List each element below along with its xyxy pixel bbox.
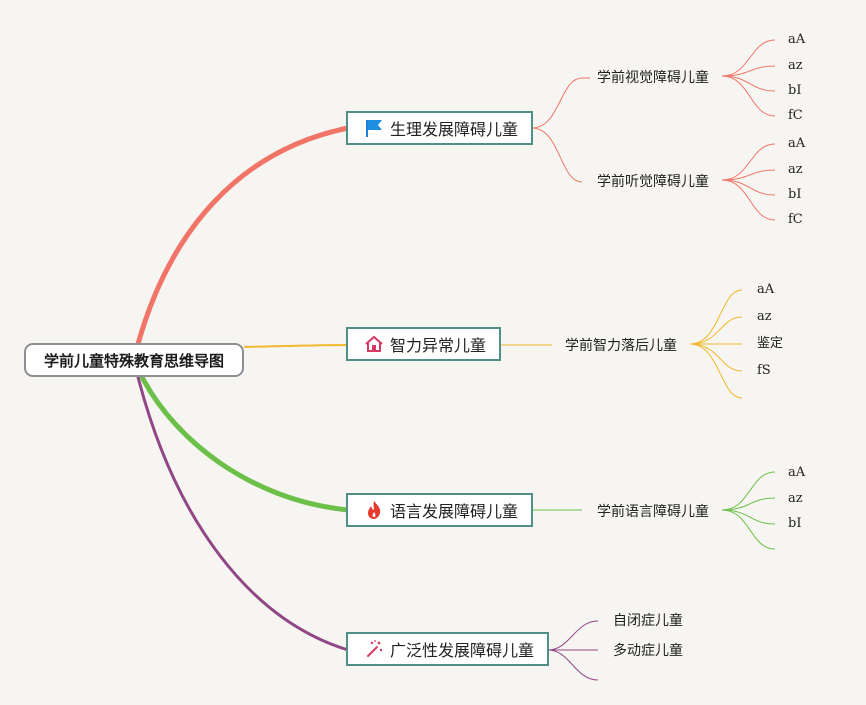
leaf-item[interactable]: az <box>788 58 803 73</box>
connector-branch1-sub2 <box>531 127 583 183</box>
connector-branch4-sub1 <box>547 620 599 651</box>
connector-root-branch-2 <box>243 344 349 348</box>
branch-pervasive[interactable]: 广泛性发展障碍儿童 <box>346 632 549 666</box>
subtopic-hearing[interactable]: 学前听觉障碍儿童 <box>597 174 709 190</box>
leaf-item[interactable]: bI <box>788 83 802 98</box>
branch-language[interactable]: 语言发展障碍儿童 <box>346 493 533 527</box>
root-topic[interactable]: 学前儿童特殊教育思维导图 <box>24 343 244 377</box>
connector-root-branch-4 <box>136 375 350 652</box>
connector-lang-leaf-3 <box>721 509 776 525</box>
connector-lang-leaf-4 <box>721 509 776 550</box>
connector-visual-leaf-4 <box>721 75 776 117</box>
branch-label: 智力异常儿童 <box>390 336 487 355</box>
branch-intellectual[interactable]: 智力异常儿童 <box>346 327 501 361</box>
leaf-item[interactable]: fS <box>757 363 771 378</box>
leaf-item[interactable]: az <box>757 309 772 324</box>
house-icon <box>364 334 384 354</box>
leaf-item[interactable]: aA <box>788 465 806 480</box>
leaf-item[interactable]: fC <box>788 212 803 227</box>
connector-hearing-leaf-3 <box>721 179 776 196</box>
fire-icon <box>364 500 384 520</box>
subtopic-autism[interactable]: 自闭症儿童 <box>613 613 683 629</box>
connector-hearing-leaf-1 <box>721 143 776 181</box>
subtopic-language[interactable]: 学前语言障碍儿童 <box>597 504 709 520</box>
connector-visual-leaf-1 <box>721 39 776 77</box>
leaf-item[interactable]: 鉴定 <box>757 336 784 351</box>
flag-icon <box>364 118 384 138</box>
connector-lang-leaf-1 <box>721 471 776 511</box>
connector-visual-leaf-2 <box>721 65 776 77</box>
subtopic-adhd[interactable]: 多动症儿童 <box>613 643 683 659</box>
branch-physiological[interactable]: 生理发展障碍儿童 <box>346 111 533 145</box>
branch-label: 生理发展障碍儿童 <box>390 120 519 139</box>
leaf-item[interactable]: az <box>788 162 803 177</box>
leaf-item[interactable]: fC <box>788 108 803 123</box>
connector-hearing-leaf-4 <box>721 179 776 221</box>
connector-root-branch-1 <box>135 125 351 347</box>
subtopic-visual[interactable]: 学前视觉障碍儿童 <box>597 70 709 86</box>
leaf-item[interactable]: aA <box>788 32 806 47</box>
leaf-item[interactable]: az <box>788 491 803 506</box>
leaf-item[interactable]: bI <box>788 516 802 531</box>
connector-intel-leaf-2 <box>689 316 743 345</box>
connector-root-branch-3 <box>139 374 351 513</box>
leaf-item[interactable]: aA <box>757 282 775 297</box>
connector-intel-leaf-1 <box>689 289 743 345</box>
connector-hearing-leaf-2 <box>721 169 776 181</box>
connector-intel-leaf-5 <box>689 343 743 399</box>
branch-label: 广泛性发展障碍儿童 <box>390 641 535 660</box>
connector-branch4-sub3 <box>547 649 599 681</box>
connector-lang-leaf-2 <box>721 497 776 511</box>
magic-wand-icon <box>364 639 384 659</box>
connector-branch1-sub1 <box>531 77 583 129</box>
leaf-item[interactable]: aA <box>788 136 806 151</box>
subtopic-intellectual-delay[interactable]: 学前智力落后儿童 <box>565 338 677 354</box>
connector-intel-leaf-4 <box>689 343 743 372</box>
branch-label: 语言发展障碍儿童 <box>390 502 519 521</box>
root-topic-label: 学前儿童特殊教育思维导图 <box>43 351 224 370</box>
leaf-item[interactable]: bI <box>788 187 802 202</box>
connector-visual-leaf-3 <box>721 75 776 92</box>
